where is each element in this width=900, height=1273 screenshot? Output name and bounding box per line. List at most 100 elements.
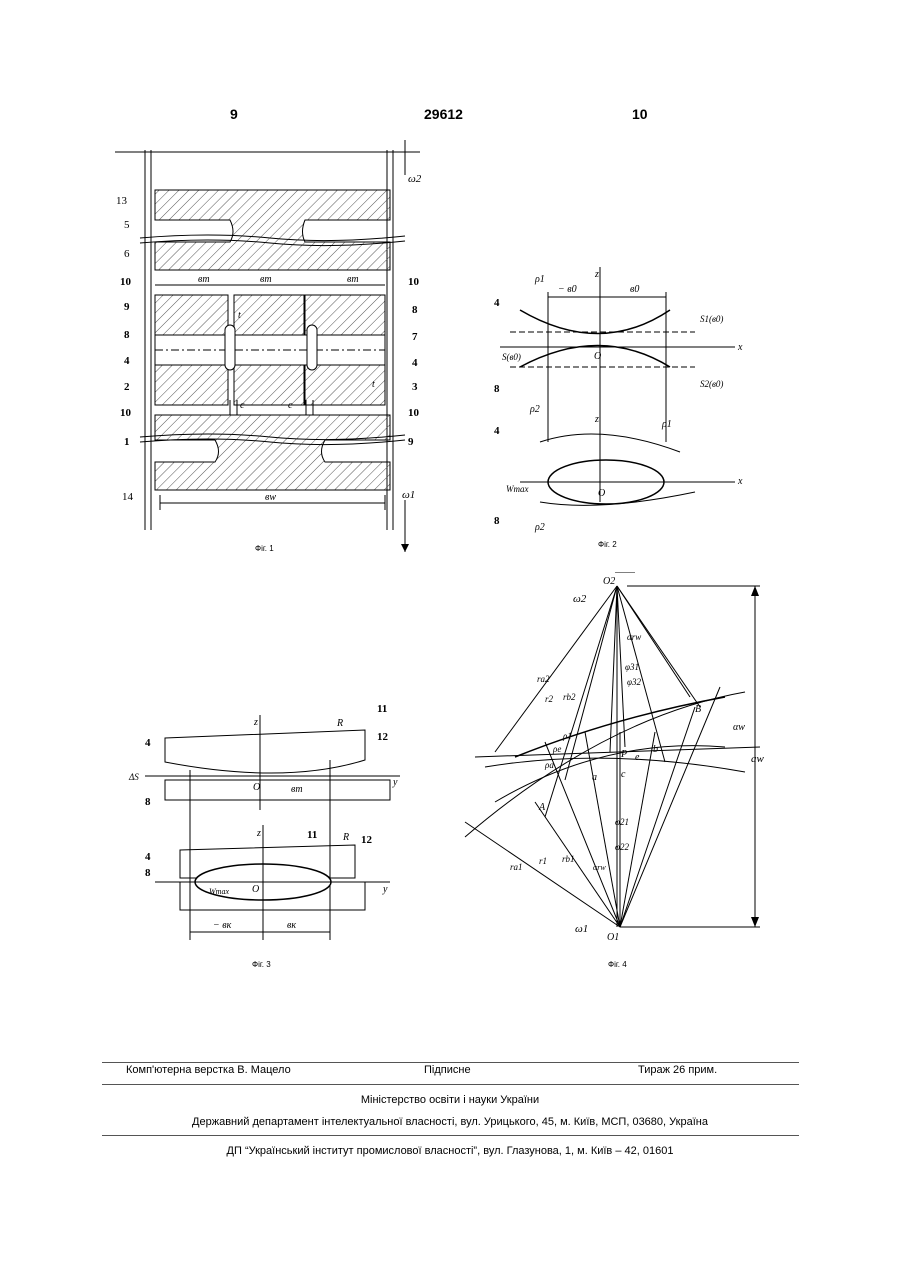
fig4-point-b: b (653, 744, 658, 755)
fig3-label-8b: 8 (145, 867, 151, 879)
fig2-rho1-a: ρ1 (534, 274, 545, 285)
fig1-label-r9: 9 (408, 436, 414, 448)
fig3-y-b: y (382, 884, 388, 895)
fig1-label-10b: 10 (120, 407, 132, 419)
fig4-phi21: φ21 (615, 817, 629, 827)
fig1-c-2: c (288, 400, 293, 411)
fig3-minus-bk: − вк (213, 920, 232, 931)
fig2-s2: S2(в0) (700, 379, 723, 389)
fig1-label-10a: 10 (120, 276, 132, 288)
fig2-rho2-b: ρ2 (534, 522, 545, 533)
footer-circulation: Тираж 26 прим. (638, 1064, 717, 1076)
patent-number: 29612 (424, 106, 463, 122)
fig4-phi22: φ22 (615, 842, 629, 852)
fig2-wmax: Wmax (506, 484, 529, 494)
footer-signed: Підписне (424, 1064, 471, 1076)
fig4-point-b-upper: B (695, 704, 701, 715)
fig4-rb1: rb1 (562, 854, 575, 864)
fig1-label-r10b: 10 (408, 407, 420, 419)
fig4-omega-1: ω1 (575, 923, 588, 935)
fig1-label-6: 6 (124, 248, 130, 260)
fig4-alpha-rw-lower: αrw (593, 863, 606, 872)
figure-2-drawing: 4 8 4 8 ρ1 ρ2 ρ1 ρ2 − в0 в0 z z x x O O … (480, 262, 770, 537)
fig2-label-8a: 8 (494, 383, 500, 395)
fig4-a-w: aw (751, 753, 765, 765)
fig3-origin-a: O (253, 782, 260, 793)
figure-4-caption: Фіг. 4 (608, 960, 627, 969)
fig3-z-b: z (256, 828, 261, 839)
fig2-s: S(в0) (502, 352, 521, 362)
fig4-point-A: A (538, 802, 546, 813)
footer-ministry: Міністерство освіти і науки України (0, 1094, 900, 1106)
fig4-rb2: rb2 (563, 692, 576, 702)
fig3-z-a: z (253, 717, 258, 728)
fig2-x-a: x (737, 342, 743, 353)
fig2-label-4b: 4 (494, 425, 500, 437)
fig4-alpha-rw: αrw (627, 632, 641, 642)
fig2-z-a: z (594, 269, 599, 280)
footer-typesetter: Комп'ютерна верстка В. Мацело (126, 1064, 291, 1076)
fig2-label-4a: 4 (494, 297, 500, 309)
figure-3-caption: Фіг. 3 (252, 960, 271, 969)
figure-4-drawing: O2 O1 ω2 ω1 αrw αw aw φ31 φ32 φ21 φ22 ra… (455, 572, 785, 952)
fig3-bk: вк (287, 920, 296, 931)
fig3-bm: вm (291, 784, 303, 795)
fig1-label-r7: 7 (412, 331, 418, 343)
fig1-omega-1: ω1 (402, 489, 415, 501)
fig2-z-b: z (594, 414, 599, 425)
fig3-label-8a: 8 (145, 796, 151, 808)
fig4-point-e: e (635, 752, 640, 763)
fig1-t-1: t (238, 310, 241, 321)
fig1-label-13: 13 (116, 195, 128, 207)
page-number-right: 10 (632, 106, 648, 122)
fig2-b0: в0 (630, 284, 639, 295)
fig3-wmax: Wmax (209, 887, 229, 896)
fig4-alpha-w: αw (733, 722, 745, 733)
page-number-left: 9 (230, 106, 238, 122)
fig3-label-11a: 11 (377, 703, 387, 715)
fig2-origin-a: O (594, 351, 601, 362)
fig4-ra1: ra1 (510, 862, 523, 872)
fig2-minus-b0: − в0 (558, 284, 577, 295)
fig4-r2: r2 (545, 694, 554, 704)
figure-1-drawing: 13 5 6 10 9 8 4 2 10 1 14 10 8 7 4 3 10 … (110, 140, 425, 555)
fig3-label-11b: 11 (307, 829, 317, 841)
fig2-s1: S1(в0) (700, 314, 723, 324)
fig1-bm-2: вm (260, 274, 272, 285)
fig1-label-1: 1 (124, 436, 130, 448)
fig4-phi31: φ31 (625, 662, 639, 672)
fig2-rho2-a: ρ2 (529, 404, 540, 415)
fig1-label-4: 4 (124, 355, 130, 367)
fig4-omega-2: ω2 (573, 593, 587, 605)
fig1-label-r10a: 10 (408, 276, 420, 288)
figure-2-caption: Фіг. 2 (598, 540, 617, 549)
fig1-label-r4: 4 (412, 357, 418, 369)
fig1-label-r3: 3 (412, 381, 418, 393)
figure-3-drawing: 4 8 11 12 R ΔS z y O вm 4 8 11 12 R z y … (125, 700, 405, 952)
fig1-label-5: 5 (124, 219, 130, 231)
fig4-point-p: P (620, 749, 627, 760)
fig4-rho-e: ρe (552, 744, 561, 754)
fig1-bm-1: вm (198, 274, 210, 285)
fig3-label-12a: 12 (377, 731, 389, 743)
fig3-y-a: y (392, 777, 398, 788)
fig1-c-1: c (240, 400, 245, 411)
fig1-bw: вw (265, 492, 276, 503)
fig4-o1: O1 (607, 932, 619, 943)
fig1-label-8: 8 (124, 329, 130, 341)
fig1-omega-2: ω2 (408, 173, 422, 185)
fig4-o2: O2 (603, 576, 615, 587)
fig2-label-8b: 8 (494, 515, 500, 527)
footer-rule-2 (102, 1084, 799, 1085)
fig4-ra2: ra2 (537, 674, 550, 684)
fig4-point-c: c (621, 769, 626, 780)
fig3-r-a: R (336, 718, 343, 729)
footer-rule-1 (102, 1062, 799, 1063)
fig1-label-r8: 8 (412, 304, 418, 316)
fig3-r-b: R (342, 832, 349, 843)
fig3-delta-s: ΔS (128, 772, 139, 782)
fig4-rho-a: ρa (544, 760, 554, 770)
footer-rule-3 (102, 1135, 799, 1136)
fig4-point-a: a (592, 772, 597, 783)
fig2-rho1-b: ρ1 (661, 419, 672, 430)
